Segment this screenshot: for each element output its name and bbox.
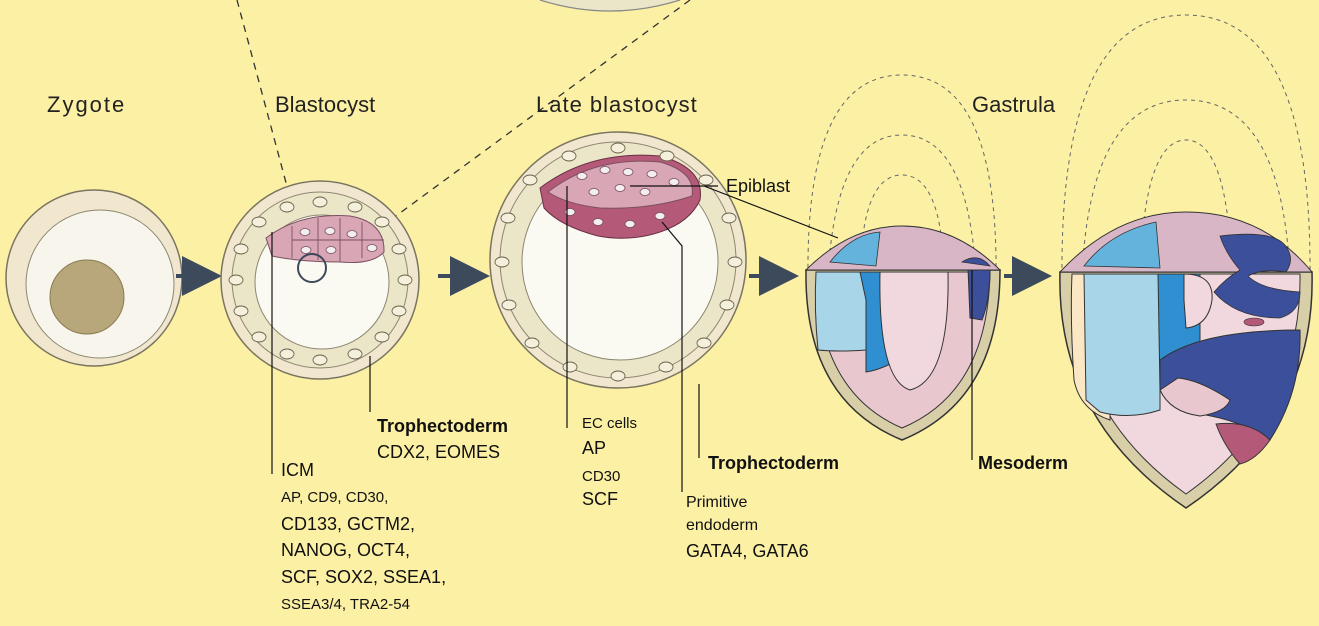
label-trophectoderm-2: Trophectoderm [708, 453, 839, 473]
label-icm-markers-2: CD133, GCTM2, [281, 514, 415, 534]
label-trophectoderm-1: Trophectoderm [377, 416, 508, 436]
label-ec-cd30: CD30 [582, 468, 620, 485]
label-primitive-1: Primitive [686, 494, 747, 511]
label-mesoderm: Mesoderm [978, 453, 1068, 473]
title-late-blastocyst: Late blastocyst [536, 92, 698, 117]
label-icm-markers-4: SCF, SOX2, SSEA1, [281, 567, 446, 587]
blastocyst-illustration [221, 181, 419, 379]
label-trophectoderm-1-markers: CDX2, EOMES [377, 442, 500, 462]
label-ec-cells: EC cells [582, 415, 637, 432]
label-ec-scf: SCF [582, 489, 618, 509]
label-icm-markers-5: SSEA3/4, TRA2-54 [281, 596, 410, 613]
stage-titles: Zygote Blastocyst Late blastocyst Gastru… [47, 92, 1056, 117]
late-gastrula-illustration [1060, 15, 1312, 508]
label-icm: ICM [281, 460, 314, 480]
label-primitive-2: endoderm [686, 517, 758, 534]
top-cropped-disc [540, 0, 680, 11]
late-blastocyst-illustration [490, 132, 746, 388]
label-icm-markers-1: AP, CD9, CD30, [281, 489, 388, 506]
title-blastocyst: Blastocyst [275, 92, 375, 117]
title-zygote: Zygote [47, 92, 126, 117]
zygote-illustration [6, 190, 182, 366]
early-gastrula-illustration [806, 75, 1000, 440]
label-primitive-markers: GATA4, GATA6 [686, 541, 809, 561]
title-gastrula: Gastrula [972, 92, 1056, 117]
label-icm-markers-3: NANOG, OCT4, [281, 540, 410, 560]
label-ec-ap: AP [582, 438, 606, 458]
label-epiblast: Epiblast [726, 176, 790, 196]
